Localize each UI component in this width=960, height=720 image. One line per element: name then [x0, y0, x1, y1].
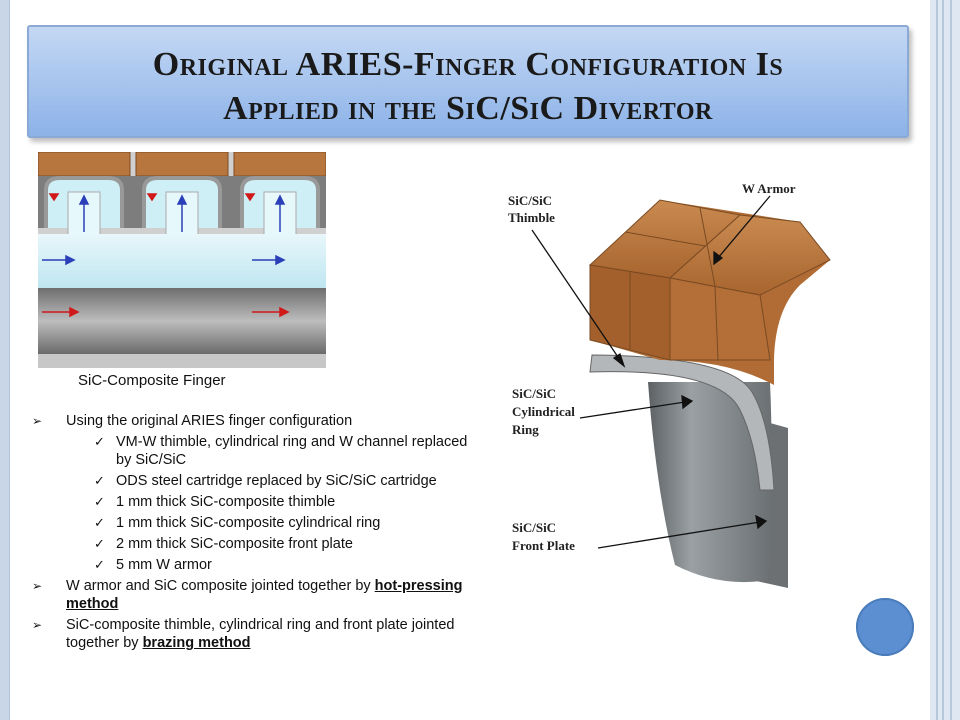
checkmark-icon: ✓	[94, 434, 105, 449]
base-strip	[38, 354, 326, 368]
front-plate-label-line-1: SiC/SiC	[512, 520, 556, 535]
bullet-text: ODS steel cartridge replaced by SiC/SiC …	[116, 473, 437, 489]
slide-frame-left	[0, 0, 10, 720]
bullet-emphasis: brazing method	[142, 635, 251, 651]
thimble-label-line-2: Thimble	[508, 210, 555, 225]
thimble-layer	[589, 354, 775, 491]
armor-tile	[135, 152, 229, 177]
bullet-text: 5 mm W armor	[116, 557, 212, 573]
title-banner: Original ARIES-Finger Configuration Is A…	[27, 25, 909, 138]
bullet-text: Using the original ARIES finger configur…	[66, 413, 353, 429]
bullet-item: ✓ ODS steel cartridge replaced by SiC/Si…	[28, 472, 468, 490]
frame-stripe	[950, 0, 952, 720]
bullet-emphasis: hot-pressing method	[66, 578, 463, 612]
bullet-text: VM-W thimble, cylindrical ring and W cha…	[116, 434, 468, 468]
ring-label-line-1: SiC/SiC	[512, 386, 556, 401]
bullet-text: SiC-composite thimble, cylindrical ring …	[66, 617, 455, 651]
cylindrical-ring	[648, 382, 772, 583]
bullet-list: ➢ Using the original ARIES finger config…	[28, 412, 468, 655]
bullet-text: W armor and SiC composite jointed togeth…	[66, 578, 375, 594]
bullet-item: ➢ Using the original ARIES finger config…	[28, 412, 468, 430]
bullet-item: ✓ 5 mm W armor	[28, 556, 468, 574]
frame-stripe	[936, 0, 938, 720]
thimble-label-line-1: SiC/SiC	[508, 193, 552, 208]
slide-title: Original ARIES-Finger Configuration Is A…	[29, 43, 907, 131]
w-armor-block	[588, 199, 831, 385]
bullet-text: 1 mm thick SiC-composite cylindrical rin…	[116, 515, 381, 531]
bullet-item: ✓ 1 mm thick SiC-composite thimble	[28, 493, 468, 511]
slide-frame-right	[930, 0, 960, 720]
divertor-cutaway-figure: SiC/SiC Thimble W Armor SiC/SiC Cylindri…	[508, 181, 831, 588]
armor-label: W Armor	[742, 181, 796, 196]
front-plate-label-line-2: Front Plate	[512, 538, 575, 553]
arrow-bullet-icon: ➢	[32, 618, 43, 632]
checkmark-icon: ✓	[94, 515, 105, 530]
frame-stripe	[942, 0, 944, 720]
checkmark-icon: ✓	[94, 494, 105, 509]
checkmark-icon: ✓	[94, 473, 105, 488]
armor-tile	[233, 152, 326, 177]
checkmark-icon: ✓	[94, 536, 105, 551]
bullet-item: ➢ SiC-composite thimble, cylindrical rin…	[28, 616, 468, 652]
bullet-item: ✓ 1 mm thick SiC-composite cylindrical r…	[28, 514, 468, 532]
title-line-2: Applied in the SiC/SiC Divertor	[223, 90, 713, 127]
leader-arrows	[531, 195, 771, 549]
sic-finger-figure	[38, 152, 326, 368]
bullet-text: 1 mm thick SiC-composite thimble	[116, 494, 336, 510]
checkmark-icon: ✓	[94, 557, 105, 572]
armor-tile	[38, 152, 131, 177]
ring-label-line-3: Ring	[512, 422, 539, 437]
bullet-item: ✓ VM-W thimble, cylindrical ring and W c…	[28, 433, 468, 469]
arrow-bullet-icon: ➢	[32, 414, 43, 428]
bullet-item: ✓ 2 mm thick SiC-composite front plate	[28, 535, 468, 553]
return-flow-arrows	[42, 193, 290, 318]
finger-caption: SiC-Composite Finger	[78, 372, 226, 389]
cartridge-plate	[38, 288, 326, 354]
bullet-item: ➢ W armor and SiC composite jointed toge…	[28, 577, 468, 613]
arrow-bullet-icon: ➢	[32, 579, 43, 593]
decorative-circle	[856, 598, 914, 656]
bullet-text: 2 mm thick SiC-composite front plate	[116, 536, 353, 552]
ring-label-line-2: Cylindrical	[512, 404, 575, 419]
flow-arrows	[42, 194, 286, 266]
title-line-1: Original ARIES-Finger Configuration Is	[152, 46, 784, 83]
